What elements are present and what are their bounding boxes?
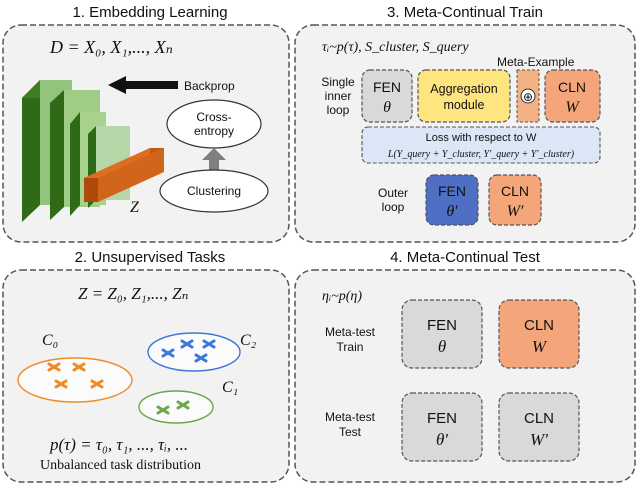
layer-3-side (70, 112, 80, 216)
fen-inner-theta: θ (383, 99, 391, 116)
point-blue-1 (180, 339, 194, 349)
cln-inner-box: CLN W (544, 69, 601, 123)
outer-loop-label-2: loop (382, 200, 405, 214)
cluster-c0 (17, 357, 133, 403)
cluster-c2 (147, 332, 241, 372)
meta-test-test-label-2: Test (339, 425, 362, 439)
fen-outer-label: FEN (438, 183, 466, 199)
clustering-label: Clustering (187, 184, 241, 198)
meta-test-train-label-1: Meta-test (325, 325, 376, 339)
point-orange-4 (90, 379, 104, 389)
point-blue-3 (161, 348, 175, 358)
point-orange-1 (47, 362, 61, 372)
single-inner-label-3: loop (327, 103, 350, 117)
test-sampling-label: ηᵢ~p(η) (322, 289, 362, 304)
task-distribution-caption: Unbalanced task distribution (40, 458, 201, 473)
test-fen-test-box: FEN θ′ (401, 392, 483, 462)
outer-loop-label-1: Outer (378, 186, 408, 200)
point-orange-3 (54, 379, 68, 389)
clustering-node (159, 169, 269, 213)
cluster-c1 (138, 390, 214, 424)
panel-title-embedding: 1. Embedding Learning (72, 4, 227, 21)
point-green-1 (156, 405, 170, 415)
fen-outer-theta: θ′ (446, 203, 458, 220)
test-cln-test-box: CLN W′ (498, 392, 580, 462)
point-blue-4 (194, 353, 208, 363)
cross-entropy-label-2: entropy (194, 124, 234, 138)
fen-inner-label: FEN (373, 79, 401, 95)
loss-title: Loss with respect to W (426, 132, 537, 144)
z-label: Z (130, 199, 140, 216)
panel-title-unsupervised: 2. Unsupervised Tasks (75, 249, 226, 266)
dataset-label: D = X₀, X₁,..., Xₙ (49, 37, 173, 57)
test-cln-train-label: CLN (524, 317, 554, 334)
test-fen-test-label: FEN (427, 410, 457, 427)
feature-z-block (84, 148, 164, 202)
task-distribution-label: p(τ) = τ₀, τ₁, ..., τᵢ, ... (49, 435, 188, 454)
panel-title-meta-train: 3. Meta-Continual Train (387, 4, 543, 21)
meta-test-train-label-2: Train (337, 340, 364, 354)
test-cln-test-w: W′ (530, 430, 548, 449)
test-cln-train-box: CLN W (498, 299, 580, 369)
concat-symbol: ⊕ (523, 90, 533, 104)
cln-inner-w: W (565, 99, 580, 116)
z-set-label: Z = Z₀, Z₁,..., Zₙ (78, 284, 189, 303)
point-blue-2 (202, 339, 216, 349)
panel-title-meta-test: 4. Meta-Continual Test (390, 249, 541, 266)
test-fen-train-theta: θ (438, 337, 446, 356)
panel-unsupervised (2, 269, 290, 483)
cluster-points (47, 339, 216, 415)
single-inner-label-1: Single (321, 75, 355, 89)
layer-1-side (22, 80, 40, 222)
test-cln-train-w: W (532, 337, 548, 356)
loss-box: Loss with respect to W L(Y_query + Y_clu… (361, 126, 601, 164)
cln-inner-label: CLN (558, 79, 586, 95)
layer-2-side (50, 90, 64, 220)
aggregation-module-box: Aggregation module (417, 69, 511, 123)
cln-outer-box: CLN W′ (488, 174, 542, 226)
test-fen-train-label: FEN (427, 317, 457, 334)
meta-example-label: Meta-Example (497, 55, 575, 69)
test-fen-test-theta: θ′ (436, 430, 448, 449)
test-fen-train-box: FEN θ (401, 299, 483, 369)
loss-formula: L(Y_query + Y_cluster, Y′_query + Y′_clu… (387, 149, 575, 160)
backprop-label: Backprop (184, 79, 235, 93)
fen-inner-box: FEN θ (361, 69, 413, 123)
single-inner-label-2: inner (325, 89, 352, 103)
aggregation-label-1: Aggregation (430, 82, 497, 96)
meta-test-test-label-1: Meta-test (325, 410, 376, 424)
point-green-2 (176, 400, 190, 410)
meta-example-strip: ⊕ (516, 69, 540, 123)
task-sampling-label: τᵢ~p(τ), S_cluster, S_query (322, 40, 469, 55)
cln-outer-w: W′ (507, 203, 524, 220)
cross-entropy-label-1: Cross- (196, 110, 231, 124)
cluster-c0-label: C₀ (42, 332, 58, 349)
concat-icon (520, 88, 536, 104)
cluster-c2-label: C₂ (240, 332, 257, 349)
cluster-c1-label: C₁ (222, 379, 238, 396)
test-cln-test-label: CLN (524, 410, 554, 427)
cln-outer-label: CLN (501, 183, 529, 199)
clustering-to-loss-arrow (202, 148, 226, 172)
fen-outer-box: FEN θ′ (425, 174, 479, 226)
aggregation-label-2: module (444, 98, 485, 112)
backprop-arrow (108, 76, 178, 94)
point-orange-2 (72, 362, 86, 372)
